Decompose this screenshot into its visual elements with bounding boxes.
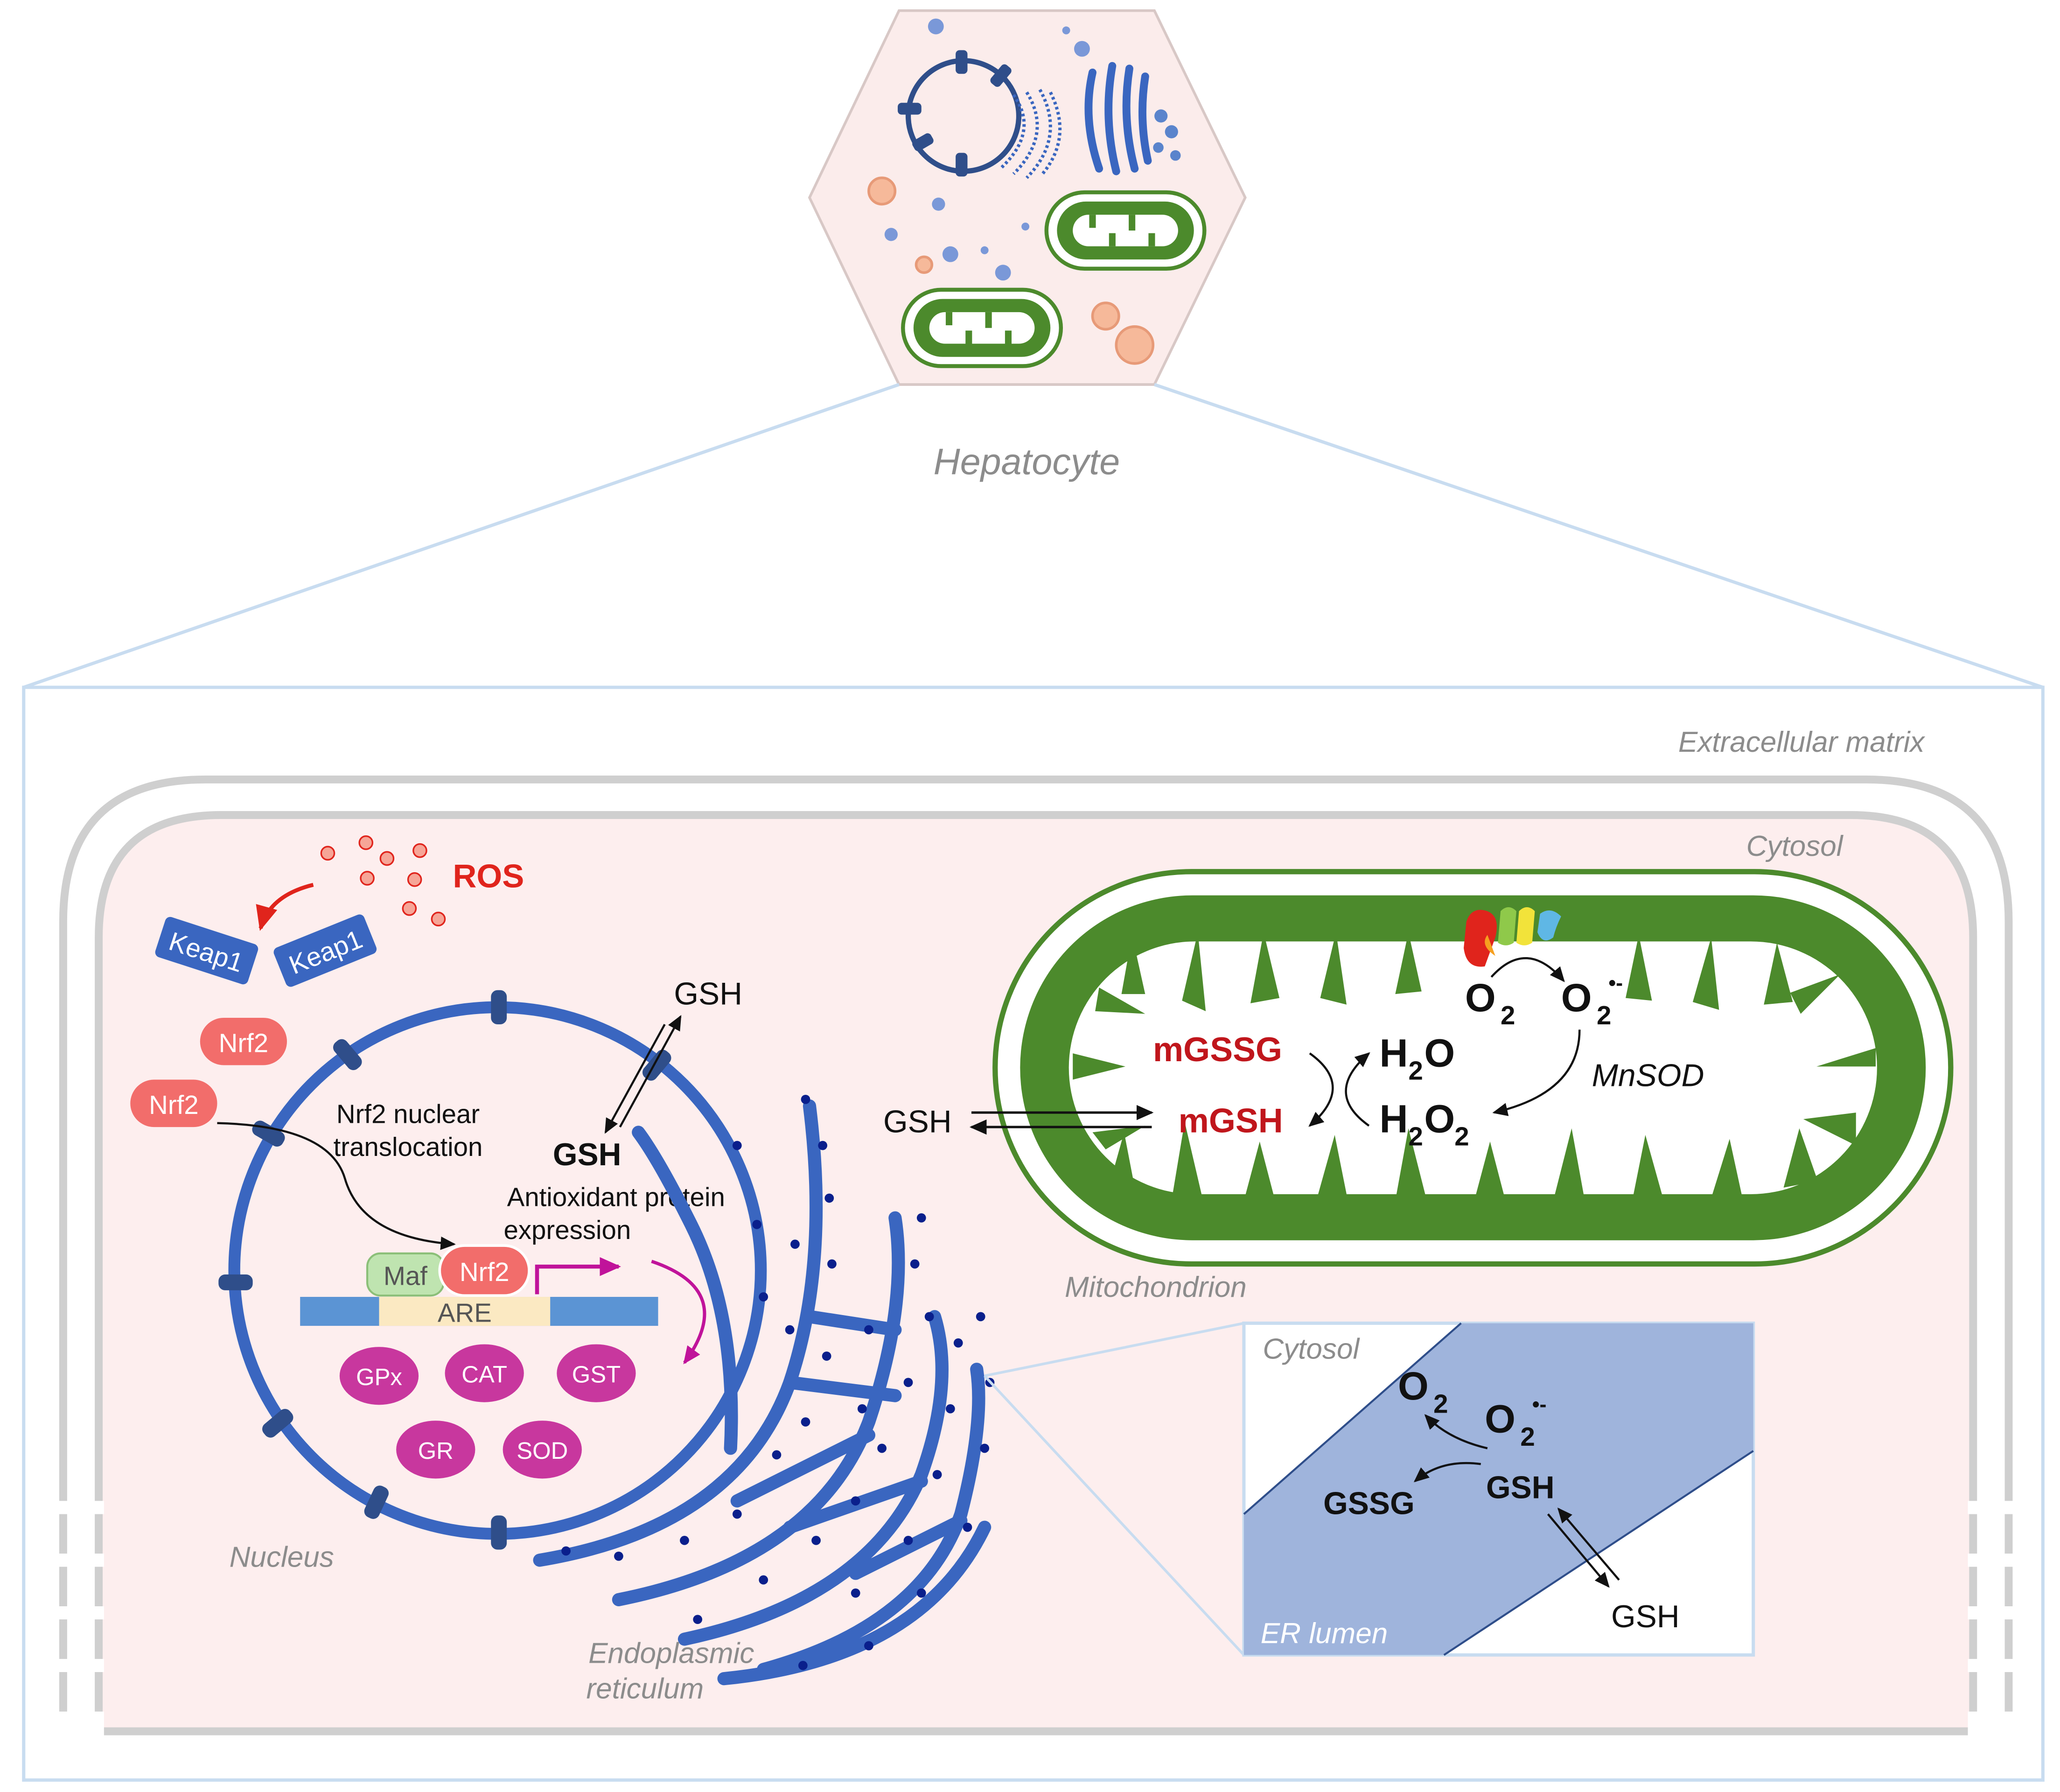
svg-text:H: H	[1379, 1096, 1408, 1141]
gsh-inside-nucleus: GSH	[553, 1137, 621, 1172]
transcription-arrow	[535, 1257, 621, 1295]
svg-text:ARE: ARE	[438, 1298, 492, 1328]
translocation-label-1: Nrf2 nuclear	[336, 1099, 480, 1129]
antioxidant-label-2: expression	[503, 1215, 631, 1245]
gsh-cytosol-mito: GSH	[883, 1104, 952, 1139]
inset-gsh-label: GSH	[1486, 1470, 1555, 1505]
svg-text:CAT: CAT	[461, 1361, 507, 1387]
dna-are: ARE	[300, 1297, 658, 1328]
mito-o2: O 2	[1465, 975, 1515, 1030]
er-label-1: Endoplasmic	[588, 1637, 754, 1669]
mito-h2o: H 2 O	[1379, 1030, 1455, 1085]
inset-o2-arrow	[1424, 1414, 1488, 1449]
mitochondrion	[992, 869, 1954, 1267]
svg-text:O: O	[1424, 1096, 1455, 1141]
svg-text:2: 2	[1409, 1122, 1423, 1151]
svg-text:O: O	[1485, 1397, 1515, 1441]
endoplasmic-reticulum	[533, 1099, 992, 1686]
mini-mitochondrion-2	[901, 287, 1063, 368]
svg-text:GR: GR	[418, 1437, 454, 1464]
h2o2-to-h2o-arrow	[1345, 1052, 1370, 1127]
svg-text:O: O	[1465, 975, 1496, 1020]
mitochondrion-label: Mitochondrion	[1065, 1271, 1247, 1303]
enzyme-cat: CAT	[445, 1344, 524, 1402]
hepatocyte-label: Hepatocyte	[934, 441, 1120, 482]
svg-text:O: O	[1561, 975, 1592, 1020]
mito-superoxide: O 2 •-	[1561, 971, 1623, 1030]
zoom-line-left	[23, 383, 900, 689]
er-inset	[1242, 1321, 1755, 1657]
ros-label: ROS	[453, 858, 524, 895]
svg-text:Nrf2: Nrf2	[460, 1257, 510, 1287]
ros-particles	[320, 835, 446, 927]
inset-lumen-label: ER lumen	[1261, 1617, 1388, 1650]
inset-cytosol-label: Cytosol	[1263, 1333, 1360, 1365]
enzyme-gr: GR	[396, 1421, 475, 1479]
svg-text:O: O	[1424, 1030, 1455, 1075]
enzyme-gpx: GPx	[339, 1347, 419, 1405]
svg-text:2: 2	[1520, 1422, 1535, 1451]
svg-text:H: H	[1379, 1030, 1408, 1075]
inset-line-top	[984, 1322, 1244, 1378]
mini-golgi	[1084, 62, 1152, 175]
extracellular-label: Extracellular matrix	[1678, 726, 1925, 758]
mgsh-label: mGSH	[1179, 1101, 1283, 1140]
svg-text:2: 2	[1597, 1001, 1611, 1030]
inset-gsh-out-lumen-arrow	[1557, 1507, 1620, 1581]
antioxidant-label-1: Antioxidant protein	[507, 1182, 725, 1211]
svg-text:2: 2	[1454, 1122, 1469, 1151]
inset-superoxide: O 2 •-	[1485, 1392, 1546, 1451]
gsh-export-arrow	[619, 1015, 682, 1128]
mnsod-arrow	[1492, 1029, 1581, 1116]
er-ribosomes	[561, 1094, 995, 1670]
nrf2-cytosol-1: Nrf2	[200, 1017, 287, 1065]
nucleus-label: Nucleus	[230, 1541, 334, 1573]
svg-text:GST: GST	[572, 1361, 621, 1387]
maf-protein: Maf	[366, 1252, 445, 1297]
inset-o2: O 2	[1398, 1364, 1448, 1418]
svg-text:O: O	[1398, 1364, 1429, 1408]
svg-text:•-: •-	[1608, 971, 1623, 995]
svg-text:2: 2	[1409, 1056, 1423, 1085]
svg-text:Nrf2: Nrf2	[219, 1028, 269, 1057]
svg-text:2: 2	[1501, 1001, 1515, 1030]
gsh-import-arrow	[604, 1023, 666, 1134]
ros-arrow	[256, 882, 314, 931]
svg-text:2: 2	[1433, 1389, 1448, 1418]
enzyme-gst: GST	[557, 1344, 636, 1402]
expression-arrow	[651, 1260, 706, 1365]
svg-text:Nrf2: Nrf2	[149, 1090, 199, 1120]
svg-text:Maf: Maf	[384, 1261, 427, 1291]
cytosol-label: Cytosol	[1746, 830, 1844, 862]
etc-complexes	[1464, 907, 1561, 967]
nrf2-nucleus: Nrf2	[438, 1244, 531, 1297]
svg-text:GPx: GPx	[356, 1364, 402, 1390]
zoom-line-right	[1153, 383, 2044, 689]
nrf2-cytosol-2: Nrf2	[130, 1079, 217, 1127]
svg-text:SOD: SOD	[517, 1437, 568, 1464]
mini-mitochondrion-1	[1044, 190, 1207, 271]
svg-text:•-: •-	[1532, 1392, 1547, 1416]
inset-gsh-to-gssg-arrow	[1413, 1462, 1481, 1483]
inset-gsh-into-lumen-arrow	[1547, 1513, 1610, 1588]
mgssg-label: mGSSG	[1153, 1030, 1282, 1069]
gsh-outside-nucleus: GSH	[674, 977, 742, 1012]
mgsh-to-mgssg-arrow	[1308, 1052, 1334, 1127]
translocation-arrow	[217, 1122, 456, 1250]
inset-line-bottom	[984, 1375, 1245, 1656]
inset-gsh-lumen-label: GSH	[1611, 1599, 1680, 1634]
hepatocyte-hexagon	[808, 9, 1247, 386]
mito-o2-arrow	[1490, 957, 1565, 982]
er-label-2: reticulum	[586, 1673, 704, 1705]
mini-er	[999, 89, 1062, 179]
translocation-label-2: translocation	[334, 1132, 483, 1162]
mito-h2o2: H 2 O 2	[1379, 1096, 1469, 1151]
enzyme-sod: SOD	[503, 1421, 582, 1479]
inset-gssg-label: GSSG	[1323, 1486, 1415, 1521]
mnsod-label: MnSOD	[1592, 1058, 1704, 1093]
